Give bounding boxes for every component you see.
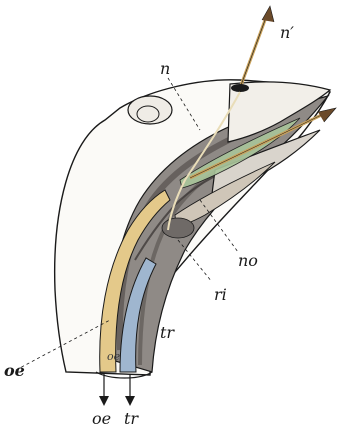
label-no: no: [238, 251, 258, 270]
probe-nostril: [231, 6, 274, 92]
label-n-prime: n′: [280, 23, 294, 42]
larynx: [162, 218, 194, 238]
label-ri: ri: [214, 285, 227, 304]
eye-socket: [128, 96, 172, 124]
label-tr: tr: [160, 323, 175, 342]
label-oe-left: oe: [4, 361, 25, 380]
arrow-oe: [99, 374, 109, 406]
arrow-tr: [125, 374, 135, 406]
label-tr-bottom: tr: [124, 409, 139, 428]
label-oe-inner: oe: [107, 350, 121, 363]
label-oe-bottom: oe: [92, 409, 111, 428]
label-n: n: [160, 59, 170, 78]
